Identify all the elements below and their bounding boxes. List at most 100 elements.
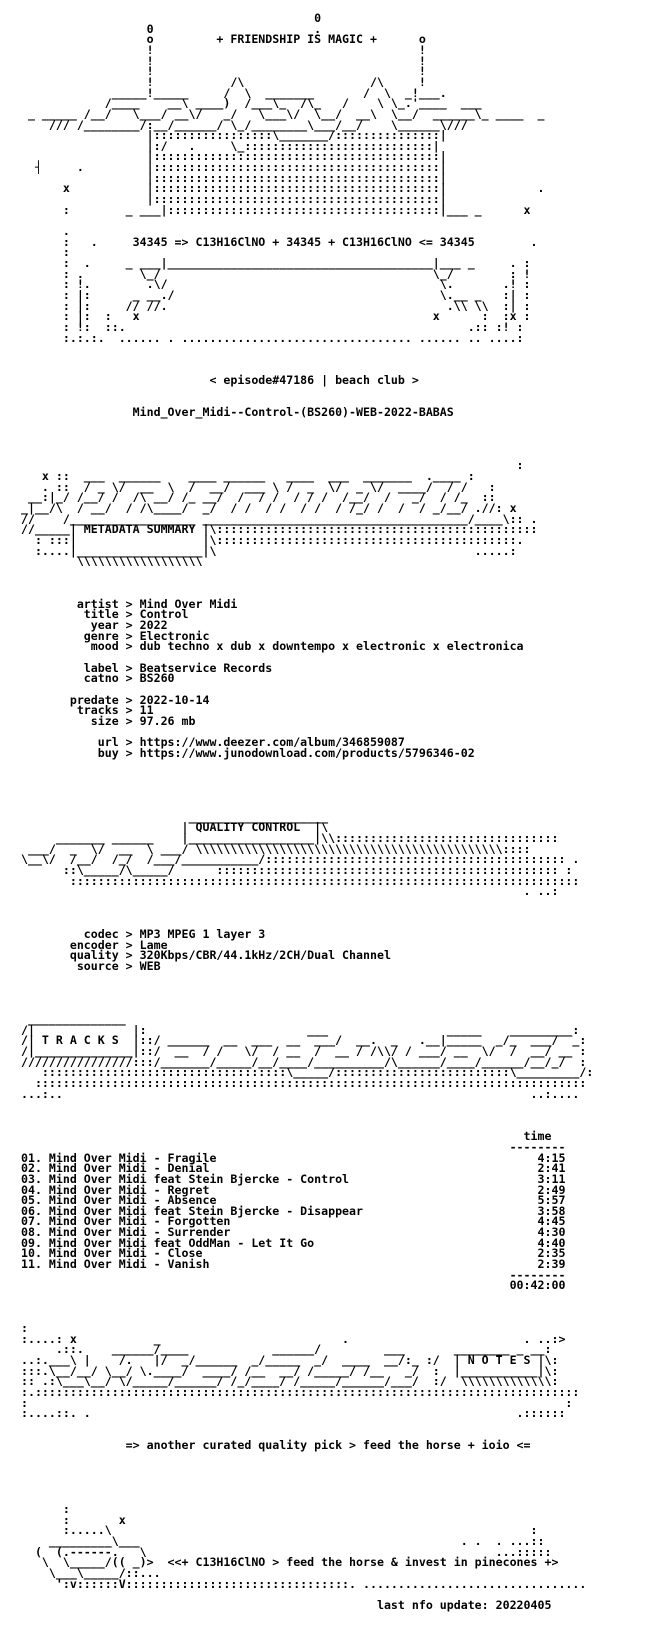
nfo-line: Mind_Over_Midi--Control-(BS260)-WEB-2022… xyxy=(14,405,454,420)
nfo-line: : !: ::. .:: :! : xyxy=(14,319,524,334)
nfo-line: ____________________ xyxy=(14,809,329,824)
nfo-line: 11. Mind Over Midi - Vanish 2:39 xyxy=(14,1257,566,1272)
nfo-line: ..:.___\ | /. |/ _/______ _/_____ _/ ___… xyxy=(14,1352,559,1367)
nfo-line: x |:::::::::::::::::::::::::::::::::::::… xyxy=(14,181,545,196)
nfo-line: . ..: xyxy=(14,884,559,899)
nfo-line: ...:.. ..:.... xyxy=(14,1086,580,1101)
nfo-line: quality > 320Kbps/CBR/44.1kHz/2CH/Dual C… xyxy=(14,948,391,963)
nfo-line: /|______________|::/ __ / / \/ / __ / __… xyxy=(14,1044,587,1059)
nfo-line: 0 . xyxy=(14,21,322,36)
nfo-line: |:::::::::::::::::::::::::::::::::::::::… xyxy=(14,149,447,164)
nfo-line: :.::::::::::::::::::::::::::::::::::::::… xyxy=(14,1384,580,1399)
nfo-line: source > WEB xyxy=(14,958,161,973)
nfo-line: 09. Mind Over Midi feat OddMan - Let It … xyxy=(14,1235,566,1250)
nfo-line: ! ! xyxy=(14,53,426,68)
nfo-line: \\\\\\\\\\\\\\\\\\ xyxy=(14,554,203,569)
nfo-line: : . \_/ \_/ : ! xyxy=(14,266,531,281)
nfo-line: : |: _ __./ \.__ _ :| : xyxy=(14,287,531,302)
nfo-line: |:::::::::::::::::::::::::::::::::::::::… xyxy=(14,170,447,185)
nfo-line: ( (.------. \ ...::::: xyxy=(14,1544,552,1559)
nfo-line: -------- xyxy=(14,1139,566,1154)
nfo-line: -------- xyxy=(14,1267,566,1282)
nfo-line: : : xyxy=(14,1395,573,1410)
nfo-line: : |: // //. .\\ \\ :| : xyxy=(14,298,531,313)
nfo-line: tracks > 11 xyxy=(14,703,154,718)
nfo-line: 01. Mind Over Midi - Fragile 4:15 xyxy=(14,1150,566,1165)
nfo-line: : xyxy=(14,1320,28,1335)
nfo-line: 03. Mind Over Midi feat Stein Bjercke - … xyxy=(14,1171,566,1186)
nfo-line: mood > dub techno x dub x downtempo x el… xyxy=(14,639,524,654)
nfo-line: < episode#47186 | beach club > xyxy=(14,373,419,388)
nfo-line: last nfo update: 20220405 xyxy=(14,1597,552,1612)
nfo-line: ___/ _ \/ __ \ ___/ \\\\\\\\\\\\\\\\\\\\… xyxy=(14,841,531,856)
nfo-line: : . 34345 => C13H16ClNO + 34345 + C13H16… xyxy=(14,234,538,249)
nfo-line: : xyxy=(14,245,70,260)
nfo-line: 04. Mind Over Midi - Regret 2:49 xyxy=(14,1182,566,1197)
nfo-line: artist > Mind Over Midi xyxy=(14,596,238,611)
nfo-line: label > Beatservice Records xyxy=(14,660,273,675)
nfo-line: buy > https://www.junodownload.com/produ… xyxy=(14,745,475,760)
nfo-line: predate > 2022-10-14 xyxy=(14,692,210,707)
nfo-line: ______________ xyxy=(14,1012,126,1027)
nfo-line: ! ! xyxy=(14,64,426,79)
nfo-line: .::. ______/____ ______/ ___ ________ _ … xyxy=(14,1342,552,1357)
nfo-line: _________\___ . . . ...:: xyxy=(14,1533,545,1548)
nfo-line: | QUALITY CONTROL |\ xyxy=(14,820,329,835)
nfo-line: /// /________/:__/______/ \_/________\__… xyxy=(14,117,468,132)
nfo-line: 06. Mind Over Midi feat Stein Bjercke - … xyxy=(14,1203,566,1218)
nfo-line: ! ! xyxy=(14,42,426,57)
nfo-line: :....|__________________|\ .....: xyxy=(14,543,517,558)
nfo-line: ! /\ /\ ! xyxy=(14,74,426,89)
nfo-line: 05. Mind Over Midi - Absence 5:57 xyxy=(14,1193,566,1208)
nfo-line: _____!_____ / \ _______ / \ _!___. xyxy=(14,85,447,100)
nfo-line: _______ ______ |__________________|\\:::… xyxy=(14,831,559,846)
nfo-line: : |: : x x : :x : xyxy=(14,309,531,324)
nfo-line: : :::| |\:::::::::::::::::::::::::::::::… xyxy=(14,532,524,547)
nfo-line: x :: ___ ______ ____ ______ ____ ___ ___… xyxy=(14,468,475,483)
nfo-line: //_____| METADATA SUMMARY |\::::::::::::… xyxy=(14,522,538,537)
nfo-line: |:::::::::::::::::::::::::::::::::::::::… xyxy=(14,192,447,207)
nfo-line: 07. Mind Over Midi - Forgotten 4:45 xyxy=(14,1214,566,1229)
nfo-line: :.....\ : xyxy=(14,1523,538,1538)
nfo-line: genre > Electronic xyxy=(14,628,210,643)
nfo-line: ::\_____/\_____/ :::::::::::::::::::::::… xyxy=(14,863,573,877)
nfo-line: :::.\__/__/ \__/ \.____/ ____/ /__ __/ /… xyxy=(14,1363,559,1378)
nfo-line: // /__________________ _________________… xyxy=(14,511,538,526)
nfo-line: \__\/ /__/ /_/ /___/___________/::::::::… xyxy=(14,852,580,867)
nfo-line: ::::::::::::::::::::::::::::::::::::::::… xyxy=(14,1076,587,1090)
nfo-line: : . _ ___|______________________________… xyxy=(14,255,531,270)
nfo-line: :: .:\___\__/ \/_____/______/ /_/____/ /… xyxy=(14,1374,559,1389)
nfo-line: : xyxy=(14,1502,70,1516)
nfo-line: encoder > Lame xyxy=(14,937,168,952)
nfo-line: :....::. . .:::::: xyxy=(14,1406,566,1421)
nfo-line: . xyxy=(14,224,70,238)
nfo-line: ////////////////:::/_______/_____/__/___… xyxy=(14,1054,587,1069)
nfo-line: |:/ . \_:::::::::::::::::::::::::::| xyxy=(14,138,440,153)
nfo-line: 02. Mind Over Midi - Denial 2:41 xyxy=(14,1161,566,1176)
nfo-line: 0 xyxy=(14,11,322,25)
nfo-line: __:|_/ /__/ / /\ __/ /_ __/ / / / / / / … xyxy=(14,490,496,505)
nfo-line: : _ ___|::::::::::::::::::::::::::::::::… xyxy=(14,202,531,217)
nfo-line: |:::::::::::::::::\_______/:::::::::::::… xyxy=(14,128,447,143)
nfo-line: ::::::::::::::::::::::::::::::::::::::::… xyxy=(14,873,580,888)
nfo-line: \___\_____/::... xyxy=(14,1565,531,1580)
nfo-line: : xyxy=(14,458,524,473)
nfo-line: /| T R A C K S |::/ ______ __ ___ __ ___… xyxy=(14,1033,587,1048)
nfo-line: _ _____ /__/ \___/ __\/ _/ \___\/ \__/ _… xyxy=(14,106,545,121)
nfo-line: year > 2022 xyxy=(14,618,168,633)
nfo-line: /____ __\ ____) /___\_ /\_ / \ \_.'____ … xyxy=(14,96,482,111)
nfo-line: \ \_____/(( _)> <<+ C13H16ClNO > feed th… xyxy=(14,1555,559,1570)
nfo-line: time xyxy=(14,1129,552,1144)
nfo-line: /| |: ___ _____ _________: xyxy=(14,1022,580,1037)
nfo-line: catno > BS260 xyxy=(14,671,175,686)
nfo-line: . :: / _ \/ __ \ / __/ ___ \ / _ \/ _ \/… xyxy=(14,479,496,494)
nfo-line: :....: x _ . . ..:> xyxy=(14,1331,566,1346)
nfo-line: 10. Mind Over Midi - Close 2:35 xyxy=(14,1246,566,1261)
nfo-line: : x xyxy=(14,1512,126,1527)
nfo-line: size > 97.26 mb xyxy=(14,713,196,728)
nfo-line: _|__/\ / __/ / /\____/ _/ / / / / / / / … xyxy=(14,500,517,515)
nfo-line: title > Control xyxy=(14,607,189,622)
nfo-line: ┤ . |:::::::::::::::::::::::::::::::::::… xyxy=(14,160,447,175)
nfo-line: 00:42:00 xyxy=(14,1278,566,1293)
